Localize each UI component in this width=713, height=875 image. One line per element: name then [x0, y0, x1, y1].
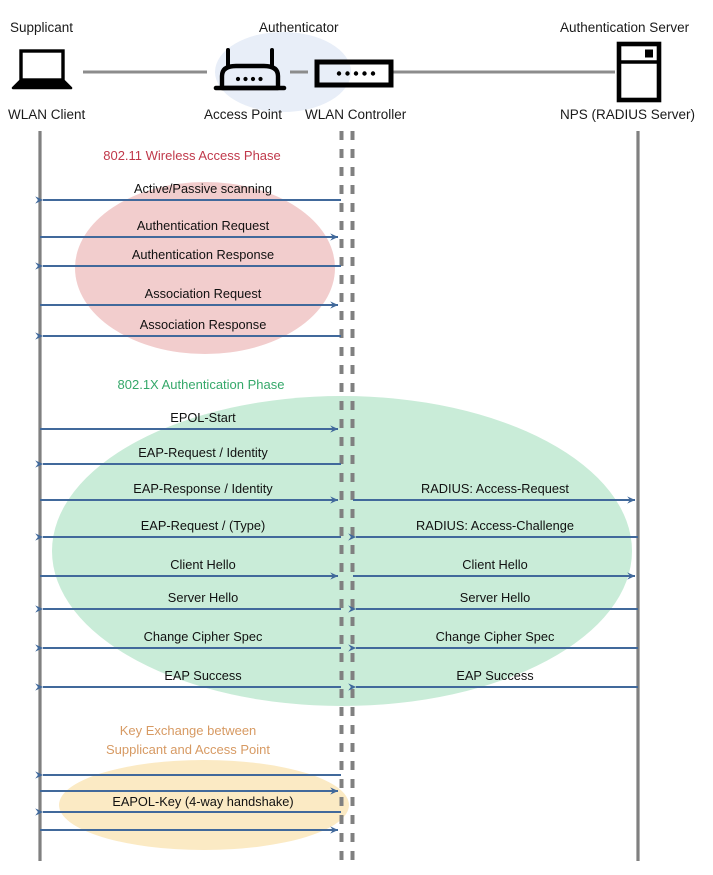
access-point-leds [235, 76, 263, 82]
message-arrows-right [348, 496, 638, 691]
message-label-change-cipher-spec-left: Change Cipher Spec [143, 629, 263, 644]
message-label-client-hello-left: Client Hello [170, 557, 236, 572]
phase-title-dot1x-auth: 802.1X Authentication Phase [117, 377, 285, 392]
actor-role-authenticator: Authenticator [259, 20, 339, 35]
controller-icon [314, 59, 394, 88]
message-label-eapol-key-handshake: EAPOL-Key (4-way handshake) [112, 794, 294, 809]
message-label-server-hello-left: Server Hello [167, 590, 239, 605]
message-label-eap-success-left: EAP Success [164, 668, 242, 683]
actor-name-nps-radius: NPS (RADIUS Server) [560, 107, 696, 122]
server-icon [616, 41, 662, 103]
message-label-association-request: Association Request [144, 286, 262, 301]
actor-name-access-point: Access Point [204, 107, 283, 122]
message-label-client-hello-right: Client Hello [462, 557, 528, 572]
phase-title-key-exchange: Key Exchange between Supplicant and Acce… [106, 721, 270, 759]
message-label-radius-access-request: RADIUS: Access-Request [421, 481, 569, 496]
message-label-radius-access-challenge: RADIUS: Access-Challenge [416, 518, 574, 533]
authenticator-highlight-ellipse [215, 32, 351, 112]
message-label-eap-request-identity: EAP-Request / Identity [138, 445, 268, 460]
message-label-eap-request-type: EAP-Request / (Type) [140, 518, 266, 533]
message-label-epol-start: EPOL-Start [170, 410, 236, 425]
message-label-authentication-request: Authentication Request [136, 218, 270, 233]
actor-role-supplicant: Supplicant [10, 20, 74, 35]
message-label-association-response: Association Response [139, 317, 267, 332]
message-label-authentication-response: Authentication Response [131, 247, 275, 262]
actor-role-authentication-server: Authentication Server [560, 20, 690, 35]
access-point-icon [213, 48, 287, 91]
phase-title-wireless-access: 802.11 Wireless Access Phase [103, 148, 281, 163]
phase-ellipse-key-exchange [59, 760, 349, 850]
message-label-server-hello-right: Server Hello [459, 590, 531, 605]
controller-leds [336, 71, 376, 76]
message-arrows-left [35, 196, 341, 834]
actor-name-wlan-client: WLAN Client [8, 107, 86, 122]
message-label-eap-success-right: EAP Success [456, 668, 534, 683]
laptop-icon [11, 49, 73, 90]
message-label-eap-response-identity: EAP-Response / Identity [133, 481, 273, 496]
phase-title-key-exchange-line1: Key Exchange between [119, 723, 257, 738]
message-label-change-cipher-spec-right: Change Cipher Spec [435, 629, 555, 644]
phase-ellipse-wireless-access [75, 182, 335, 354]
phase-title-key-exchange-line2: Supplicant and Access Point [105, 742, 271, 757]
actor-name-wlan-controller: WLAN Controller [305, 107, 407, 122]
message-label-active-passive-scanning: Active/Passive scanning [134, 181, 272, 196]
